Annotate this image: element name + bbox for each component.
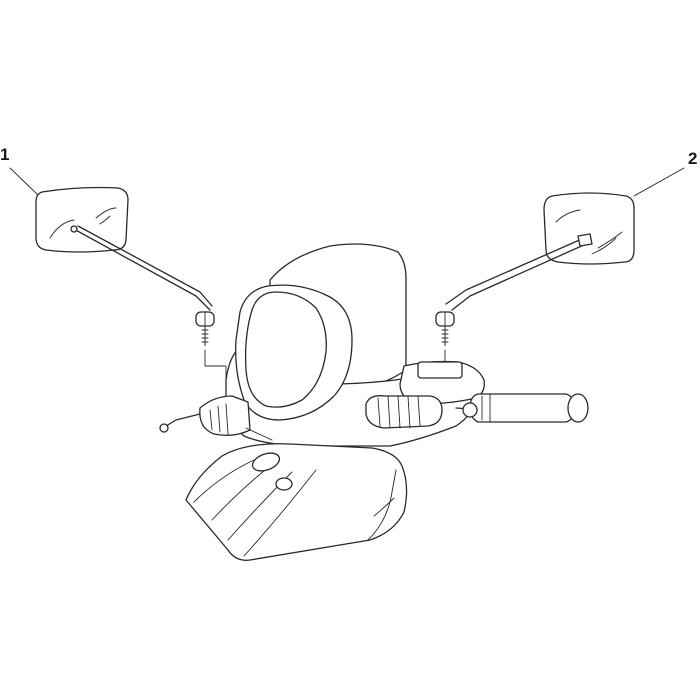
left-switch-housing <box>199 395 251 436</box>
right-mirror <box>435 192 635 365</box>
right-handgrip <box>469 393 575 423</box>
headlight-lens <box>244 291 327 408</box>
left-mirror <box>35 186 227 379</box>
left-brake-lever <box>165 413 201 427</box>
right-grip-end <box>567 393 589 423</box>
left-mirror-stem <box>71 227 211 311</box>
right-mirror-glass <box>543 192 635 265</box>
right-mirror-stem <box>445 237 585 305</box>
callout-label-1: 1 <box>0 145 10 164</box>
lower-front-cover <box>185 443 408 561</box>
handlebar-assembly <box>159 243 589 561</box>
leader-line-1 <box>9 167 39 196</box>
left-mirror-glass <box>35 186 129 253</box>
leader-line-2 <box>633 167 685 197</box>
callout-label-2: 2 <box>688 149 698 168</box>
right-grip-ribbed <box>365 395 443 429</box>
